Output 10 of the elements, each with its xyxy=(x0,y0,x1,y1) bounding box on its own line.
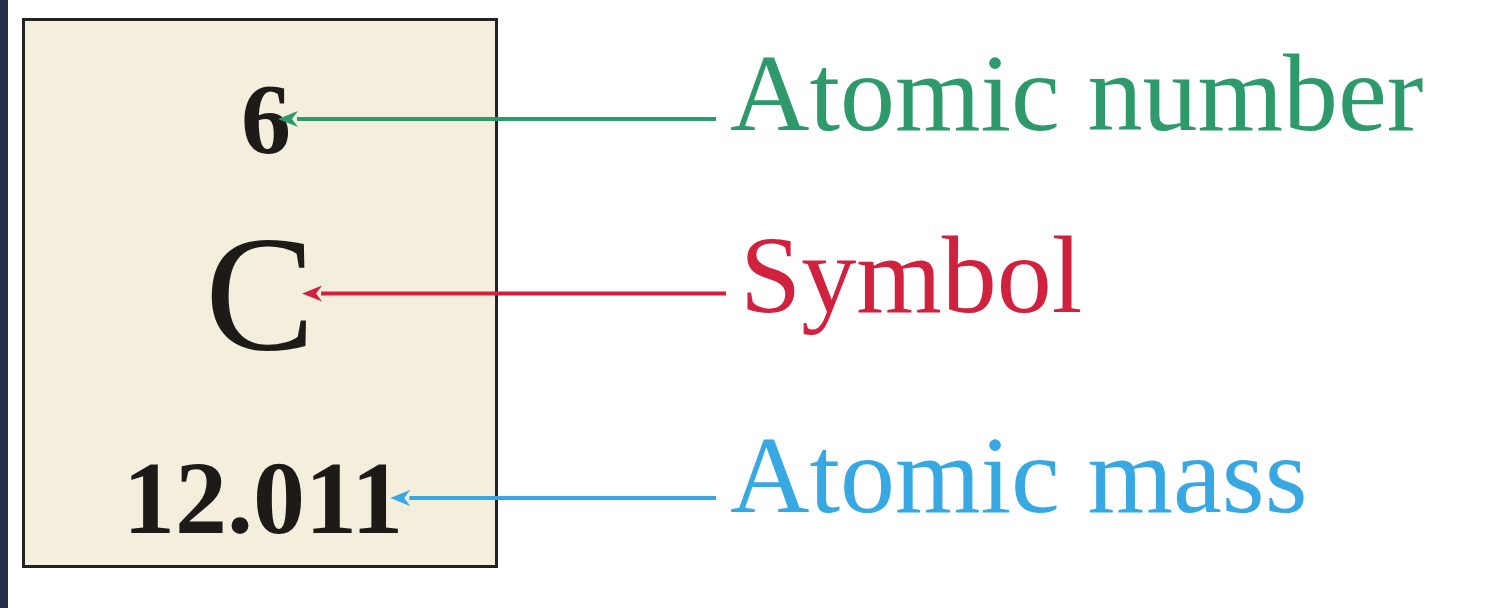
element-value: 12.011 xyxy=(123,440,404,555)
callout-label: Symbol xyxy=(740,214,1083,336)
element-value: 6 xyxy=(241,63,291,174)
element-value: C xyxy=(205,202,316,385)
arrow xyxy=(390,490,716,506)
callout-label: Atomic number xyxy=(730,32,1424,154)
arrow xyxy=(278,111,716,127)
element-tile xyxy=(22,18,498,568)
callout-label: Atomic mass xyxy=(730,414,1308,536)
arrow xyxy=(302,285,726,302)
